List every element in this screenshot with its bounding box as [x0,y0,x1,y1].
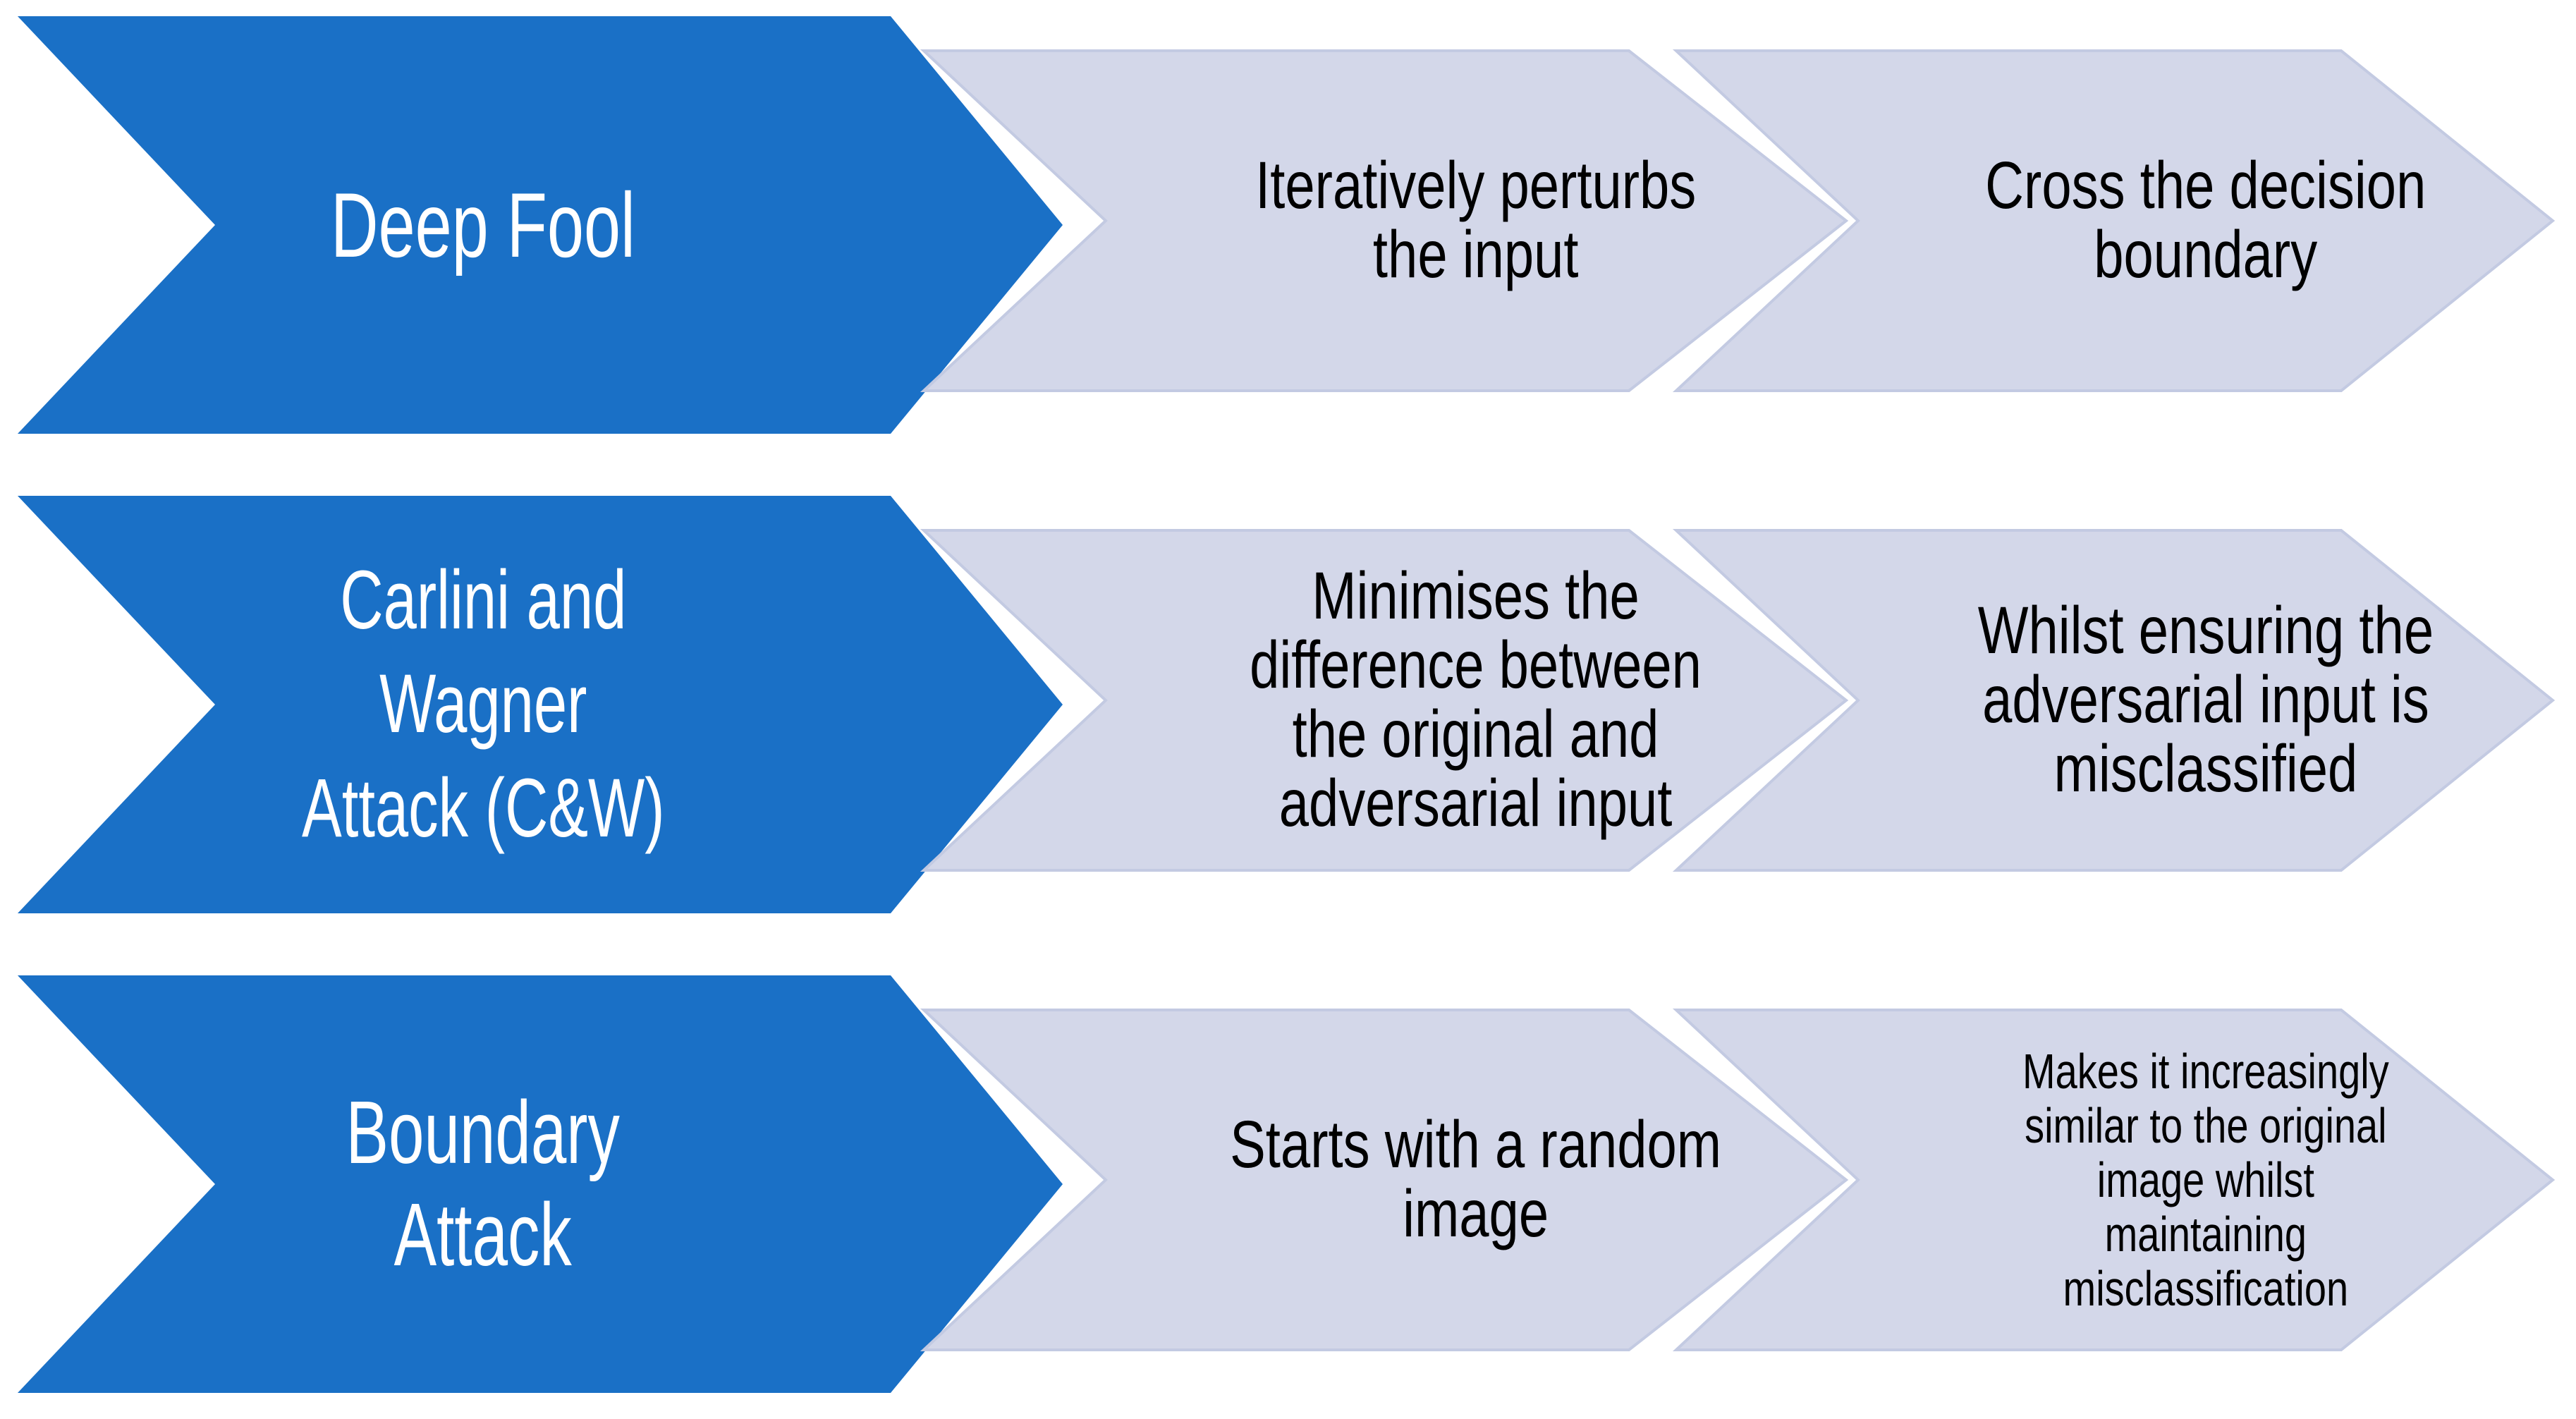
row2-title-chevron-shape [18,496,1063,913]
row3-step2-chevron-shape [1672,1009,2556,1351]
row1-step1-chevron-shape [920,49,1849,392]
row1-step2-chevron-shape [1672,49,2556,392]
row3-step1-chevron-shape [920,1009,1849,1351]
row2-step1-chevron-shape [920,529,1849,872]
row1-title-chevron-shape [18,16,1063,434]
row3-title-chevron-shape [18,975,1063,1393]
row2-step2-chevron-shape [1672,529,2556,872]
